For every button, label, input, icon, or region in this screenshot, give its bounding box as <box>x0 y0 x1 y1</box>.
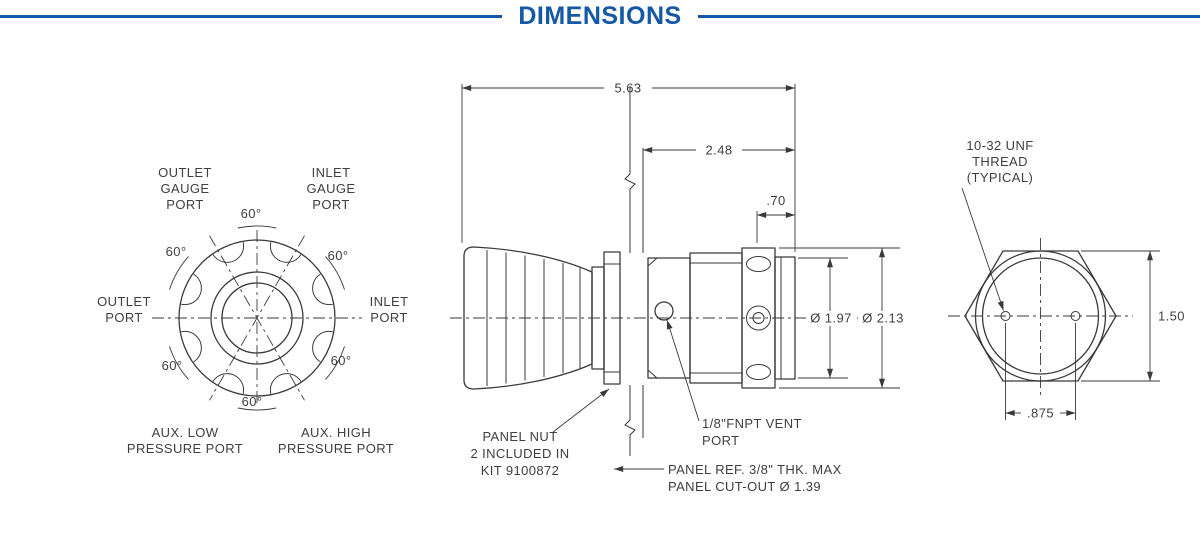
dim-dia-max-label: Ø 2.13 <box>862 311 903 326</box>
label-outlet-port: PORT <box>105 310 142 325</box>
hex-outline <box>964 250 1117 382</box>
side-port-mid-outer <box>746 305 771 331</box>
angle-label: 60° <box>328 248 349 263</box>
header-rule-left <box>0 15 503 18</box>
note-thread: 10-32 UNF THREAD (TYPICAL) <box>961 138 1033 311</box>
note-panel-nut: PANEL NUT 2 INCLUDED IN KIT 9100872 <box>470 388 610 478</box>
panel-nut-stack <box>591 251 621 385</box>
dim-2-48: 2.48 <box>643 143 795 158</box>
side-port-top <box>746 256 771 272</box>
dim-height-label: 1.50 <box>1158 309 1185 324</box>
dim-0-875: .875 <box>1005 323 1076 421</box>
note-vent-port: 1/8"FNPT VENT PORT <box>666 319 802 448</box>
thread-hole-left <box>1000 311 1011 321</box>
label-outlet-gauge-port: GAUGE <box>161 181 210 196</box>
knob-front-geometry <box>178 239 336 397</box>
thread-hole-right <box>1070 311 1081 321</box>
vent-port-circle <box>654 301 674 321</box>
side-port-bottom <box>746 364 771 380</box>
dim-dia-body-label: Ø 1.97 <box>810 311 851 326</box>
side-view: 5.63 2.48 .70 Ø 1.97 <box>450 81 908 494</box>
label-aux-high-pressure-port: PRESSURE PORT <box>278 441 394 456</box>
label-inlet-gauge-port: GAUGE <box>307 181 356 196</box>
label-inlet-port: PORT <box>370 310 407 325</box>
label-outlet-port: OUTLET <box>97 294 151 309</box>
panel-nut-note: 2 INCLUDED IN <box>470 446 569 461</box>
knob-inner-circle <box>221 282 293 354</box>
knob-outer-circle <box>178 239 336 397</box>
end-view: 10-32 UNF THREAD (TYPICAL) 1.50 .875 <box>948 138 1185 421</box>
front-view: OUTLET GAUGE PORT INLET GAUGE PORT OUTLE… <box>97 165 408 456</box>
hex-section-facets <box>690 262 742 374</box>
page-header: DIMENSIONS <box>0 2 1200 31</box>
panel-ref-note: PANEL CUT-OUT Ø 1.39 <box>668 479 821 494</box>
label-inlet-gauge-port: INLET <box>312 165 351 180</box>
dim-1-50: 1.50 <box>1081 250 1185 382</box>
thread-note: 10-32 UNF <box>966 138 1033 153</box>
thread-note: THREAD <box>972 154 1028 169</box>
label-aux-low-pressure-port: PRESSURE PORT <box>127 441 243 456</box>
knob-mid-circle <box>210 271 304 365</box>
panel-line-front <box>624 86 636 456</box>
panel-nut-facets <box>604 263 620 373</box>
label-outlet-gauge-port: PORT <box>166 197 203 212</box>
angle-label: 60° <box>331 353 352 368</box>
knob-ribs <box>486 250 581 386</box>
note-panel-ref: PANEL REF. 3/8" THK. MAX PANEL CUT-OUT Ø… <box>614 462 842 494</box>
angle-dimension-arcs <box>169 225 345 411</box>
vent-port-note: 1/8"FNPT VENT <box>702 416 802 431</box>
front-view-centerlines <box>152 230 362 406</box>
panel-nut-note: KIT 9100872 <box>481 463 560 478</box>
header-rule-right <box>697 15 1200 18</box>
dim-port-offset-label: .70 <box>766 193 785 208</box>
dim-hole-spacing-label: .875 <box>1027 406 1054 421</box>
vent-port-note: PORT <box>702 433 739 448</box>
dim-behind-panel-label: 2.48 <box>706 143 733 158</box>
panel-nut <box>603 251 621 385</box>
angle-label: 60° <box>166 244 187 259</box>
end-cap <box>774 256 796 380</box>
end-view-crosshair <box>948 238 1133 396</box>
bonnet-chamfers <box>647 257 658 379</box>
angle-label: 60° <box>162 358 183 373</box>
label-aux-low-pressure-port: AUX. LOW <box>152 425 219 440</box>
label-aux-high-pressure-port: AUX. HIGH <box>301 425 371 440</box>
panel-nut-note: PANEL NUT <box>482 429 557 444</box>
side-port-mid-inner <box>752 312 765 324</box>
thread-note: (TYPICAL) <box>967 170 1033 185</box>
angle-label: 60° <box>242 394 263 409</box>
label-inlet-port: INLET <box>370 294 409 309</box>
regulator-body <box>647 247 796 389</box>
page-title: DIMENSIONS <box>518 2 682 30</box>
dim-5-63: 5.63 <box>461 81 796 252</box>
dim-overall-label: 5.63 <box>615 81 642 96</box>
body-circle-inner <box>981 257 1100 375</box>
dim-0-70: .70 <box>756 193 795 243</box>
dia-max-label-bg <box>858 311 908 326</box>
panel <box>624 86 644 456</box>
body-circle-outer <box>974 250 1107 382</box>
label-outlet-gauge-port: OUTLET <box>158 165 212 180</box>
dia-body-label-bg <box>806 311 856 326</box>
angle-label: 60° <box>241 206 262 221</box>
label-inlet-gauge-port: PORT <box>312 197 349 212</box>
panel-ref-note: PANEL REF. 3/8" THK. MAX <box>668 462 842 477</box>
